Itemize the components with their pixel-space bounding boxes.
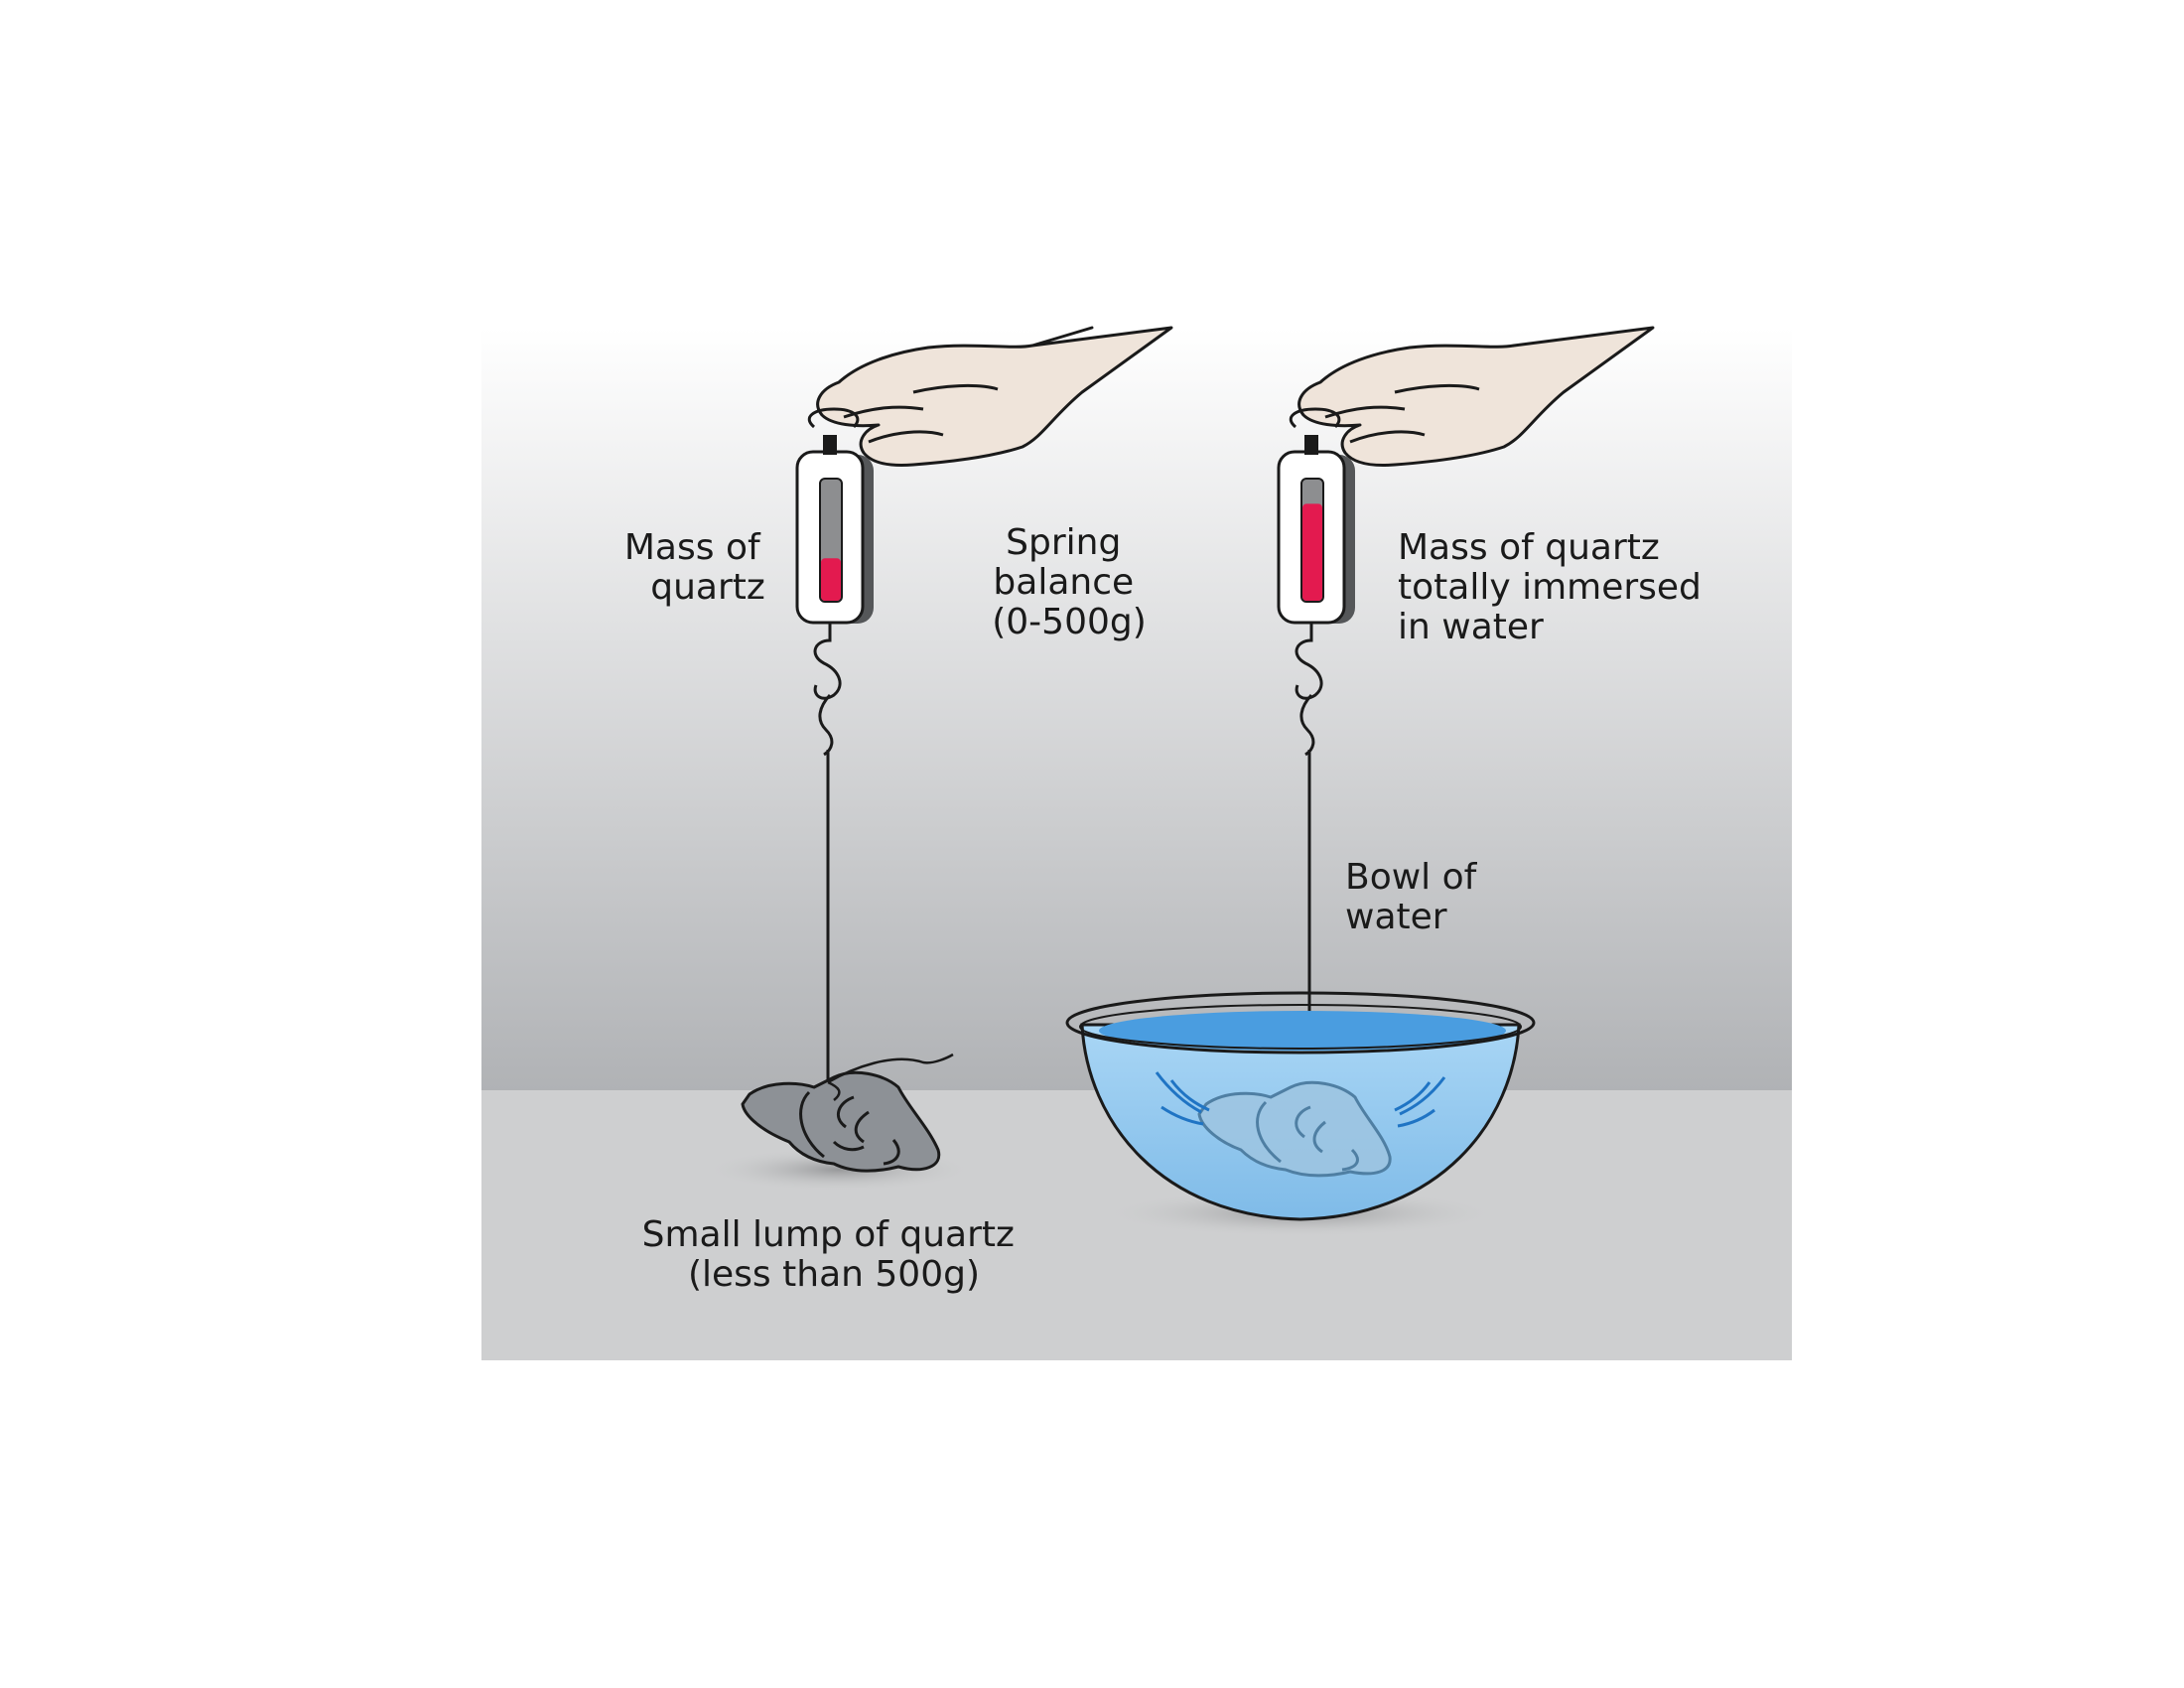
label-spring-balance-line1: Spring — [1006, 522, 1121, 563]
label-bowl-of-water-line1: Bowl of — [1345, 857, 1478, 898]
left-balance-hanger — [807, 407, 860, 429]
quartz-tie-string — [827, 1053, 954, 1101]
label-bowl-of-water: Bowl of water — [1345, 857, 1488, 937]
wall-background — [481, 328, 1792, 1092]
quartz-lump-submerged — [1197, 1080, 1392, 1178]
label-mass-of-quartz: Mass of quartz — [624, 527, 771, 608]
label-bowl-of-water-line2: water — [1345, 897, 1447, 937]
label-spring-balance: Spring balance (0-500g) — [992, 522, 1147, 642]
label-mass-of-quartz-line1: Mass of — [624, 527, 761, 568]
bowl-rim — [1065, 991, 1536, 1055]
label-mass-immersed: Mass of quartz totally immersed in water — [1398, 527, 1712, 647]
label-mass-immersed-line1: Mass of quartz — [1398, 527, 1660, 568]
water-ripple-left — [1155, 1071, 1210, 1126]
label-mass-immersed-line3: in water — [1398, 607, 1544, 647]
label-small-lump-line1: Small lump of quartz — [642, 1214, 1015, 1255]
right-hand-icon — [1297, 326, 1655, 467]
label-mass-of-quartz-line2: quartz — [650, 567, 765, 608]
quartz-submerged-facets — [1256, 1100, 1359, 1172]
left-hand-icon — [816, 326, 1173, 467]
left-balance-indicator — [821, 558, 841, 601]
quartz-lump-left-facets — [799, 1090, 900, 1166]
bowl-rim-inner — [1079, 1004, 1522, 1050]
label-spring-balance-line2: balance — [993, 562, 1134, 603]
label-small-lump: Small lump of quartz (less than 500g) — [642, 1214, 1026, 1295]
right-balance-top-ring — [1304, 435, 1318, 455]
left-balance-top-ring — [823, 435, 837, 455]
water-ripple-right — [1394, 1076, 1446, 1128]
label-mass-immersed-line2: totally immersed — [1398, 567, 1702, 608]
right-hook-icon — [1295, 623, 1323, 757]
right-balance-hanger — [1289, 407, 1341, 429]
right-balance-indicator — [1302, 503, 1322, 601]
left-hook-icon — [813, 623, 842, 757]
label-spring-balance-line3: (0-500g) — [992, 602, 1147, 642]
label-small-lump-line2: (less than 500g) — [688, 1254, 980, 1295]
water-surface — [1099, 1011, 1506, 1051]
